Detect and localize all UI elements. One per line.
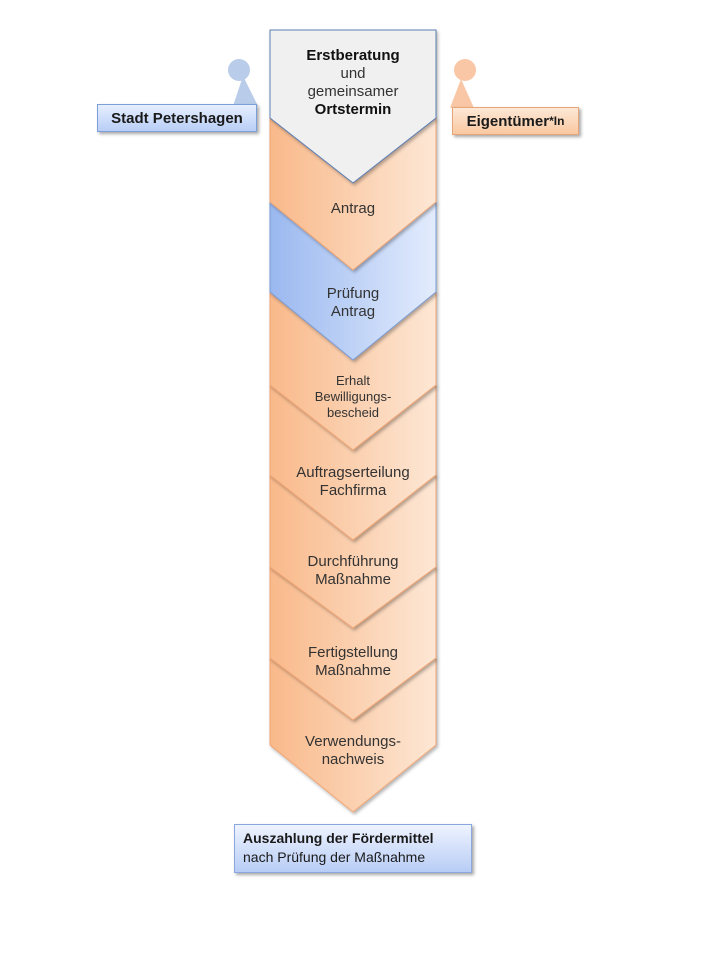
- role-stadt-label: Stadt Petershagen: [111, 109, 243, 127]
- step-1-line-2: und: [340, 65, 366, 82]
- step-3-line-1: Prüfung: [326, 285, 380, 302]
- person-stadt-body-icon: [233, 76, 258, 106]
- chevron-step-1: [269, 29, 437, 184]
- step-1-line-4: Ortstermin: [314, 101, 392, 118]
- person-stadt-head-icon: [228, 59, 250, 81]
- step-4-line-3: bescheid: [326, 405, 380, 420]
- role-eigentuemer: Eigentümer*In: [452, 107, 579, 135]
- person-eigentuemer-body-icon: [450, 79, 474, 108]
- step-4-line-2: Bewilligungs-: [314, 389, 392, 404]
- step-1-line-1: Erstberatung: [306, 47, 400, 64]
- role-eigentuemer-label: Eigentümer: [466, 112, 550, 130]
- payout-title: Auszahlung der Fördermittel: [243, 830, 434, 846]
- step-3-line-2: Antrag: [330, 303, 376, 320]
- role-eigentuemer-suffix: *In: [549, 114, 565, 128]
- step-label-2: Antrag: [270, 192, 436, 226]
- step-label-8: Verwendungs-nachweis: [270, 729, 436, 773]
- step-8-line-1: Verwendungs-: [305, 733, 401, 750]
- step-7-line-2: Maßnahme: [315, 662, 391, 679]
- step-5-line-1: Auftragserteilung: [296, 464, 410, 481]
- step-2-line-1: Antrag: [330, 200, 376, 217]
- step-5-line-2: Fachfirma: [319, 482, 387, 499]
- role-stadt-petershagen: Stadt Petershagen: [97, 104, 257, 132]
- person-eigentuemer-head-icon: [454, 59, 476, 81]
- step-6-line-2: Maßnahme: [315, 571, 391, 588]
- payout-subtitle: nach Prüfung der Maßnahme: [243, 849, 426, 865]
- step-4-line-1: Erhalt: [336, 373, 370, 388]
- step-7-line-1: Fertigstellung: [307, 644, 399, 661]
- step-6-line-1: Durchführung: [307, 553, 399, 570]
- step-8-line-2: nachweis: [321, 751, 385, 768]
- payout-box: Auszahlung der Fördermittel nach Prüfung…: [234, 824, 472, 873]
- step-1-line-3: gemeinsamer: [307, 83, 399, 100]
